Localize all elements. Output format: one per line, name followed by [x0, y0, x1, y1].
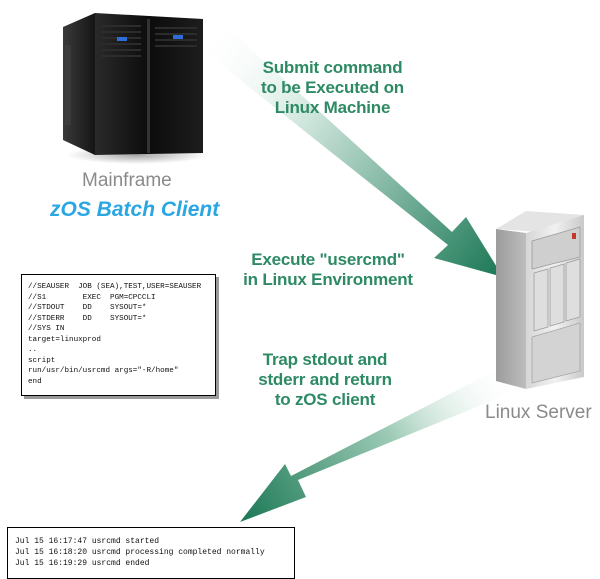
trap-label-line: to zOS client [274, 390, 376, 409]
submit-label-line: Submit command [262, 58, 403, 77]
linux-server-title: Linux Server [485, 402, 592, 423]
submit-label-line: to be Executed on [260, 78, 404, 97]
execute-label-line: in Linux Environment [243, 270, 413, 289]
mainframe-illustration [63, 13, 207, 164]
trap-stdout-label: Trap stdout and stderr and return to zOS… [250, 350, 400, 410]
zos-batch-client-title: zOS Batch Client [50, 198, 220, 221]
jcl-line: //SEAUSER JOB (SEA),TEST,USER=SEAUSER [28, 283, 202, 291]
jcl-line: //STDERR DD SYSOUT=* [28, 314, 147, 323]
mainframe-title: Mainframe [82, 170, 172, 191]
execute-label-line: Execute "usercmd" [251, 250, 405, 269]
linux-server-illustration [496, 211, 584, 389]
jcl-line: //S1 EXEC PGM=CPCCLI [28, 293, 156, 302]
log-line: Jul 15 16:17:47 usrcmd started [15, 537, 160, 546]
jcl-line: //SYS IN [28, 325, 65, 333]
log-line: Jul 15 16:19:29 usrcmd ended [15, 558, 150, 568]
trap-label-line: stderr and return [258, 370, 392, 389]
submit-arrow [205, 32, 503, 277]
jcl-job-box: //SEAUSER JOB (SEA),TEST,USER=SEAUSER //S… [21, 274, 216, 396]
log-line: Jul 15 16:18:20 usrcmd processing comple… [15, 547, 265, 557]
submit-label-line: Linux Machine [274, 98, 391, 117]
return-arrow [240, 362, 523, 522]
jcl-line: //STDOUT DD SYSOUT=* [28, 304, 147, 312]
trap-label-line: Trap stdout and [262, 350, 388, 369]
jcl-line: .. [28, 346, 38, 354]
jcl-line: end [28, 377, 42, 386]
jcl-line: run/usr/bin/usrcmd args="-R/home" [28, 367, 179, 375]
submit-command-label: Submit command to be Executed on Linux M… [240, 58, 425, 118]
jcl-line: script [28, 356, 56, 365]
jcl-code: //SEAUSER JOB (SEA),TEST,USER=SEAUSER //S… [22, 275, 215, 387]
jcl-line: target=linuxprod [28, 335, 101, 344]
execute-usercmd-label: Execute "usercmd" in Linux Environment [228, 250, 428, 290]
